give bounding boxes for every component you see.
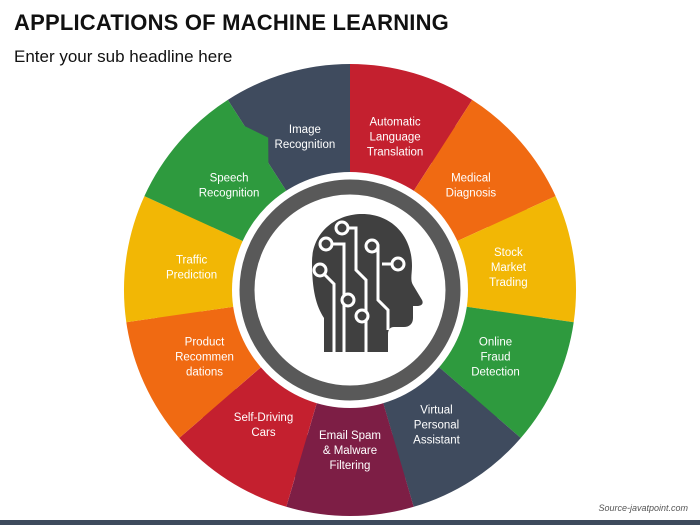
circuit-node <box>334 220 350 236</box>
segment-image-recognition <box>227 64 364 206</box>
wheel-segments <box>123 64 577 516</box>
segment-medical-diagnosis <box>404 99 556 249</box>
segment-speech-recognition <box>144 99 296 249</box>
center-hub <box>232 172 468 408</box>
circuit-node <box>340 292 356 308</box>
circuit-node <box>318 236 334 252</box>
circuit-line <box>342 226 368 352</box>
circuit-node <box>312 262 328 278</box>
segment-online-fraud-detection <box>425 304 574 438</box>
segment-automatic-language-translation <box>350 64 473 206</box>
segment-virtual-personal-assistant <box>378 355 521 507</box>
circuit-node <box>390 256 406 272</box>
source-credit: Source-javatpoint.com <box>598 503 688 513</box>
circuit-node <box>354 308 370 324</box>
page-subtitle: Enter your sub headline here <box>14 47 233 66</box>
circuit-node <box>364 238 380 254</box>
segment-product-recommendations <box>126 301 275 438</box>
ai-head-circuit-icon <box>312 214 423 352</box>
page-title: APPLICATIONS OF MACHINE LEARNING <box>14 10 449 35</box>
segment-stock-market-trading <box>441 196 577 328</box>
center-ring <box>239 179 461 401</box>
segment-email-spam-malware-filtering <box>286 385 414 516</box>
bottom-bar <box>0 520 700 525</box>
segment-traffic-prediction <box>123 196 259 323</box>
